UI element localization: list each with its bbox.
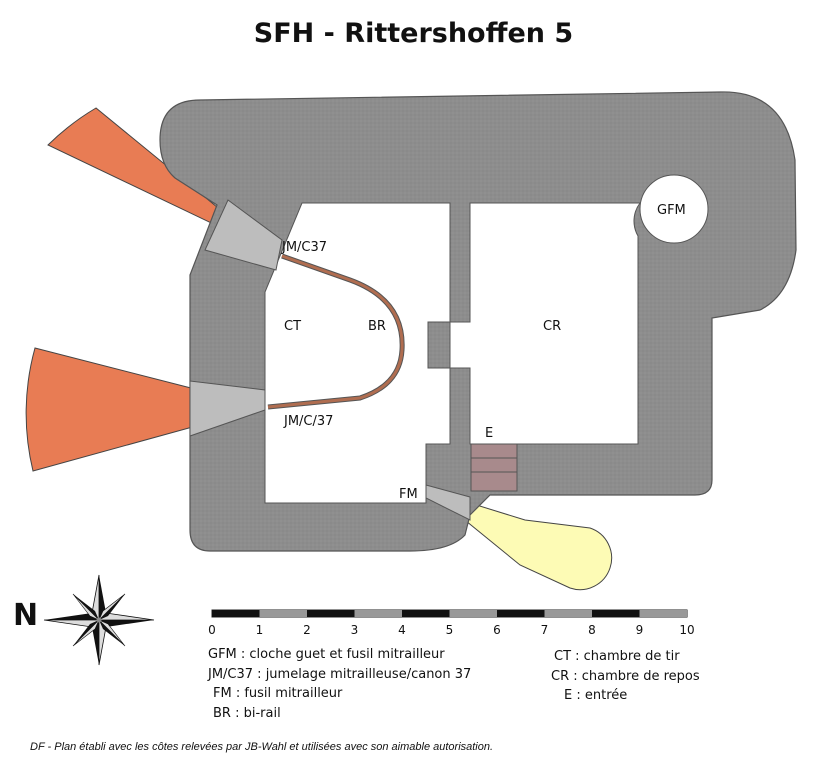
scale-tick: 9: [636, 623, 644, 637]
scale-tick-labels: 0 1 2 3 4 5 6 7 8 9 10: [208, 623, 694, 637]
room-ct: [264, 202, 451, 504]
scale-tick: 6: [493, 623, 501, 637]
legend-item: GFM : cloche guet et fusil mitrailleur: [208, 647, 445, 662]
compass-rose-icon: [43, 574, 155, 666]
legend-item: E : entrée: [564, 688, 628, 703]
label-e: E: [485, 426, 493, 441]
legend-item: CR : chambre de repos: [551, 668, 700, 684]
credit-note: DF - Plan établi avec les côtes relevées…: [30, 741, 494, 753]
room-cr: [449, 202, 642, 445]
embrasure-upper: [204, 199, 283, 271]
embrasure-lower: [189, 380, 266, 437]
legend-left: GFM : cloche guet et fusil mitrailleur J…: [208, 645, 471, 723]
legend-item: CT : chambre de tir: [554, 649, 680, 664]
label-br: BR: [368, 319, 386, 334]
entrance: [470, 443, 518, 492]
legend-item: FM : fusil mitrailleur: [213, 686, 343, 701]
north-letter: N: [13, 598, 39, 633]
embrasure-fm: [425, 484, 471, 521]
scale-tick: 5: [446, 623, 454, 637]
scale-bar: [211, 609, 688, 618]
label-jm-c37-lower: JM/C/37: [283, 414, 333, 429]
fire-sector-lower: [25, 347, 267, 472]
scale-tick: 0: [208, 623, 216, 637]
scale-tick: 1: [256, 623, 264, 637]
gfm-bell: [639, 174, 709, 244]
legend-item: JM/C37 : jumelage mitrailleuse/canon 37: [208, 666, 472, 682]
legend-right: CT : chambre de tir CR : chambre de repo…: [551, 647, 700, 706]
scale-tick: 10: [679, 623, 694, 637]
scale-tick: 4: [398, 623, 406, 637]
label-ct: CT: [284, 319, 301, 334]
scale-tick: 2: [303, 623, 311, 637]
page-title: SFH - Rittershoffen 5: [253, 18, 574, 49]
fire-sector-fm: [427, 489, 613, 591]
label-jm-c37-upper: JM/C37: [281, 240, 327, 255]
label-gfm: GFM: [657, 203, 686, 218]
label-fm: FM: [399, 487, 418, 502]
scale-tick: 3: [351, 623, 359, 637]
label-cr: CR: [543, 319, 561, 334]
legend-item: BR : bi-rail: [213, 705, 281, 721]
scale-tick: 7: [541, 623, 549, 637]
scale-tick: 8: [588, 623, 596, 637]
